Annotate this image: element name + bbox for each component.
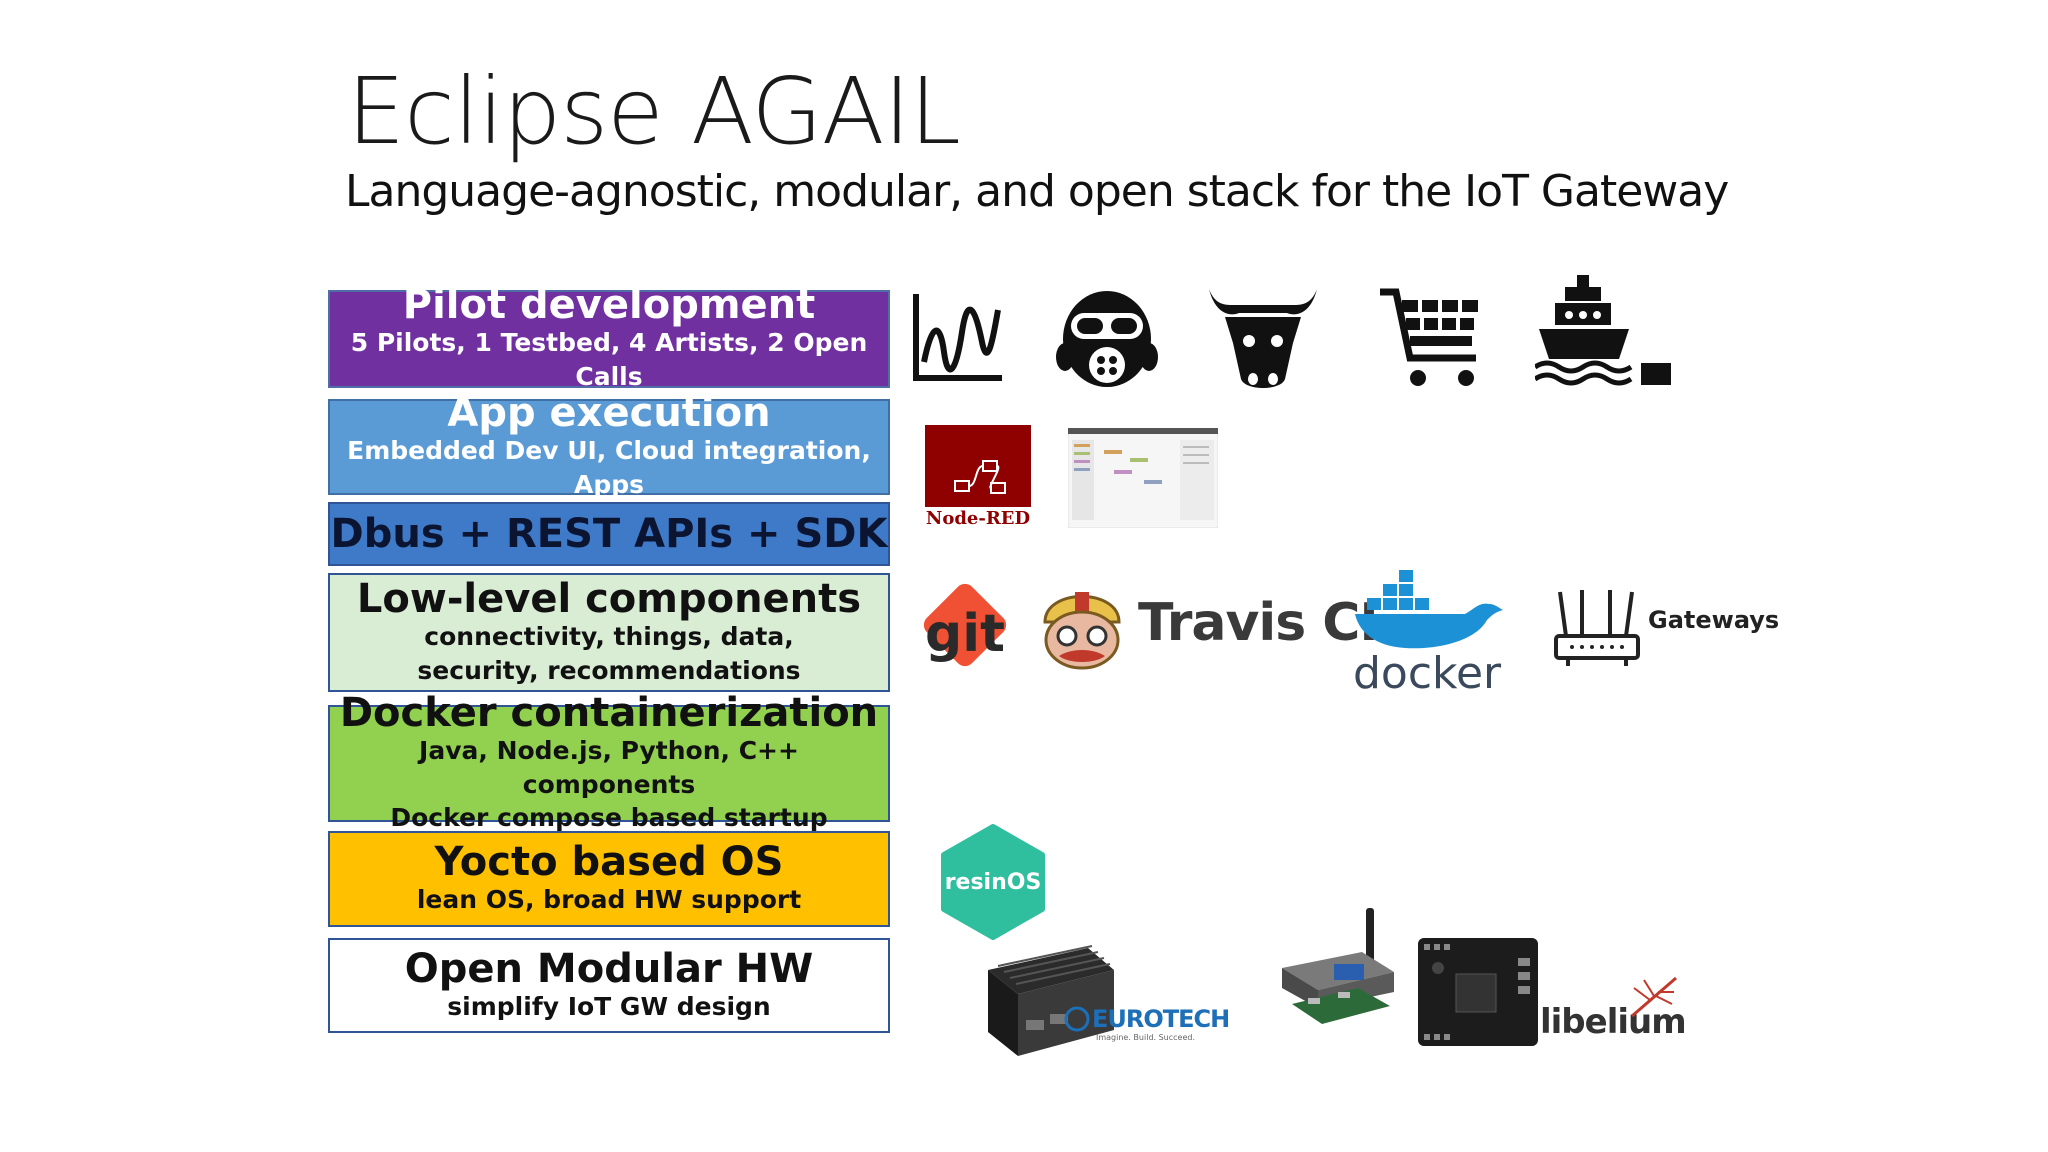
eurotech-gateway-device-icon bbox=[988, 945, 1114, 1056]
layer-title: Docker containerization bbox=[339, 689, 879, 736]
dragonfly-icon bbox=[1631, 976, 1677, 1018]
cow-icon bbox=[1209, 289, 1317, 388]
libelium-board-icon bbox=[1418, 938, 1538, 1046]
layer-subtitle: 5 Pilots, 1 Testbed, 4 Artists, 2 Open C… bbox=[350, 328, 868, 391]
layer-title: Yocto based OS bbox=[434, 839, 784, 886]
git-logo: git bbox=[923, 583, 1007, 667]
layer-yocto-os: Yocto based OS lean OS, broad HW support bbox=[328, 831, 890, 927]
node-red-label: Node-RED bbox=[925, 507, 1031, 531]
docker-wordmark: docker bbox=[1353, 648, 1502, 699]
node-red-logo: Node-RED bbox=[925, 425, 1031, 531]
layer-subtitle: Embedded Dev UI, Cloud integration, Apps bbox=[347, 436, 871, 499]
layer-pilot-development: Pilot development 5 Pilots, 1 Testbed, 4… bbox=[328, 284, 890, 391]
layer-title: Pilot development bbox=[402, 282, 816, 329]
layer-subtitle-2: Docker compose based startup bbox=[390, 803, 828, 833]
chart-icon bbox=[913, 294, 1002, 381]
libelium-wordmark: libelium bbox=[1540, 1002, 1687, 1042]
slide-subtitle: Language-agnostic, modular, and open sta… bbox=[345, 166, 1729, 217]
node-red-flow-icon bbox=[954, 460, 1006, 494]
gas-mask-icon bbox=[1056, 291, 1158, 387]
shopping-cart-icon bbox=[1380, 288, 1478, 386]
dev-ui-screenshot bbox=[1068, 428, 1218, 528]
layer-title: Open Modular HW bbox=[404, 945, 814, 992]
layer-title: App execution bbox=[447, 390, 771, 437]
layer-subtitle: lean OS, broad HW support bbox=[416, 885, 802, 915]
layer-docker-containerization: Docker containerization Java, Node.js, P… bbox=[328, 692, 890, 832]
eurotech-wordmark: EUROTECH bbox=[1092, 1005, 1230, 1033]
gateways-label: Gateways bbox=[1648, 606, 1780, 634]
travis-ci-wordmark: Travis CI bbox=[1138, 593, 1379, 653]
git-wordmark: git bbox=[925, 604, 1005, 664]
layer-low-level-components: Low-level components connectivity, thing… bbox=[328, 573, 890, 692]
eurotech-tagline: Imagine. Build. Succeed. bbox=[1096, 1033, 1196, 1042]
layer-subtitle-1: Java, Node.js, Python, C++ components bbox=[419, 735, 799, 799]
docker-whale-icon bbox=[1355, 570, 1503, 649]
layer-open-modular-hw: Open Modular HW simplify IoT GW design bbox=[328, 938, 890, 1033]
ship-icon bbox=[1535, 275, 1671, 386]
raspberry-pi-board-icon bbox=[1282, 908, 1394, 1024]
router-icon bbox=[1554, 590, 1640, 666]
layer-apis-sdk: Dbus + REST APIs + SDK bbox=[328, 502, 890, 566]
eurotech-logo-icon bbox=[1064, 1006, 1090, 1032]
layer-subtitle: connectivity, things, data, security, re… bbox=[417, 621, 801, 685]
layer-title: Dbus + REST APIs + SDK bbox=[330, 511, 888, 557]
layer-subtitle: simplify IoT GW design bbox=[447, 991, 771, 1021]
travis-mascot-icon bbox=[1043, 592, 1121, 670]
resinos-wordmark: resinOS bbox=[945, 870, 1042, 895]
slide-title: Eclipse AGAIL bbox=[347, 58, 961, 165]
resinos-logo: resinOS bbox=[941, 824, 1045, 940]
layer-app-execution: App execution Embedded Dev UI, Cloud int… bbox=[328, 392, 890, 499]
layer-title: Low-level components bbox=[356, 575, 862, 622]
